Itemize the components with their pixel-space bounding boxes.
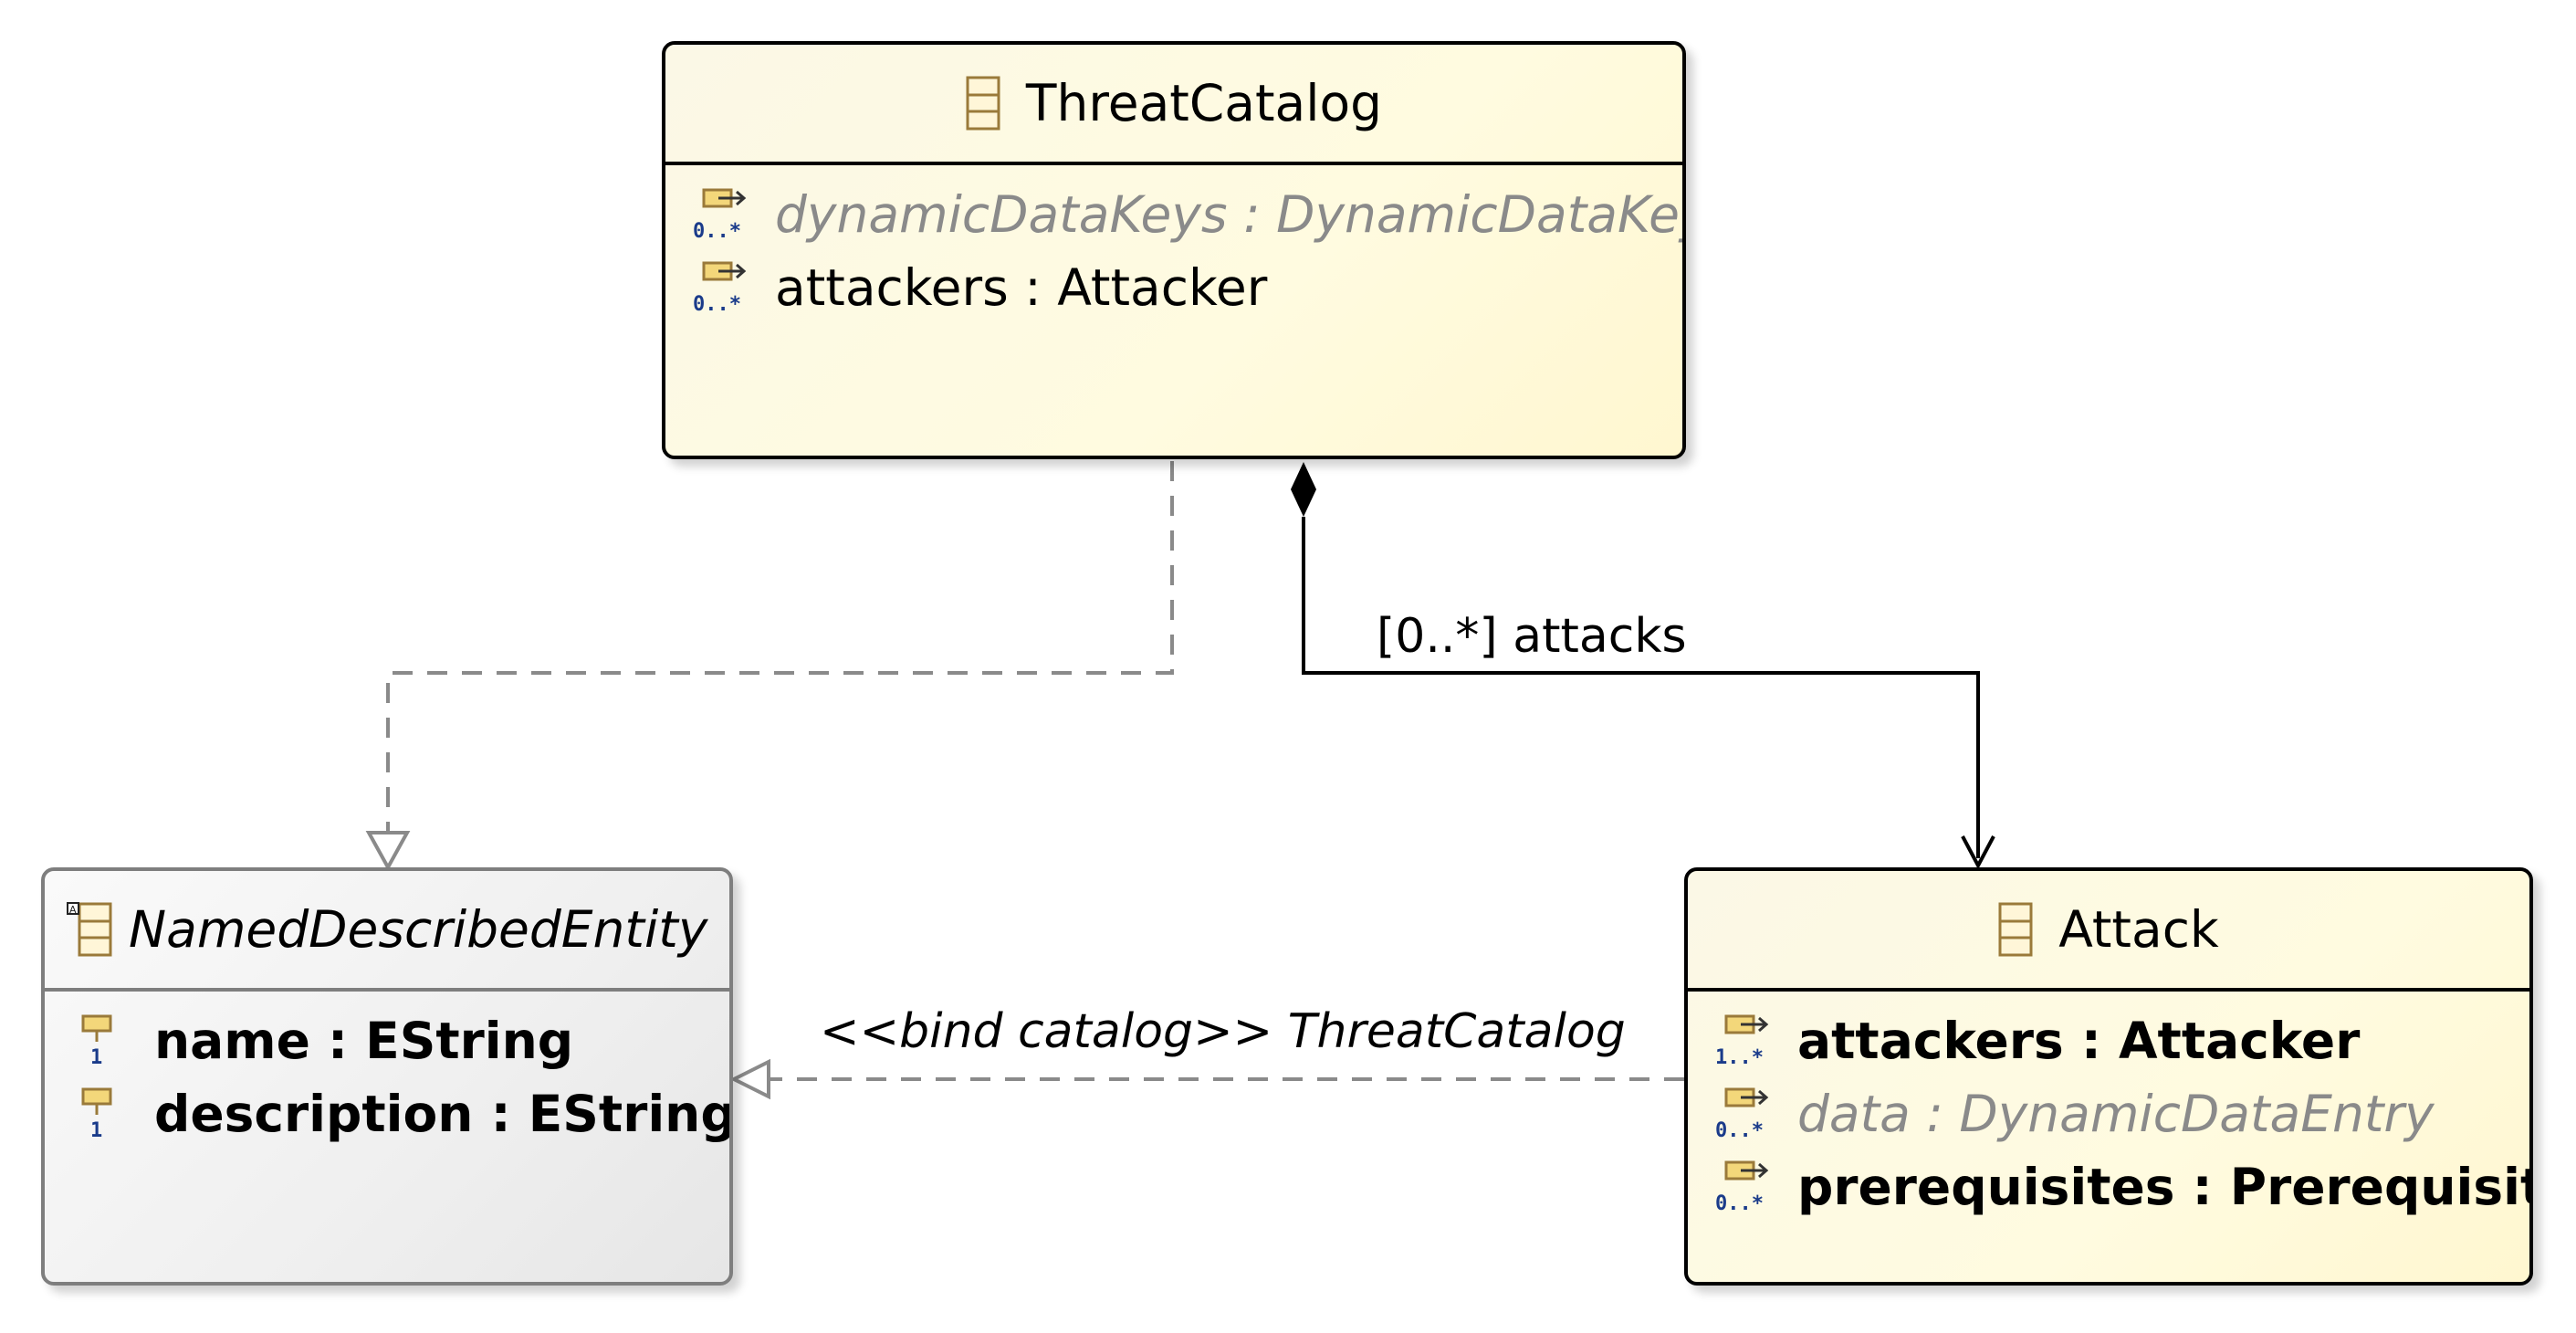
attribute-label: description : EString xyxy=(154,1085,733,1143)
svg-text:0..*: 0..* xyxy=(1715,1192,1764,1215)
threatcatalog-class[interactable]: ThreatCatalog 0..* dynamicDataKeys : Dyn… xyxy=(662,41,1686,459)
reference-icon: 0..* xyxy=(1715,1160,1769,1215)
svg-text:1: 1 xyxy=(90,1119,102,1142)
abstract-eclass-icon: A xyxy=(67,902,112,957)
attribute-label: dynamicDataKeys : DynamicDataKey xyxy=(775,185,1686,244)
attribute-row[interactable]: 1..* attackers : Attacker xyxy=(1713,1004,2529,1077)
class-attributes: 0..* dynamicDataKeys : DynamicDataKey 0.… xyxy=(665,165,1682,324)
attribute-label: attackers : Attacker xyxy=(1797,1012,2361,1070)
reference-icon: 0..* xyxy=(693,188,747,243)
attribute-icon: 1 xyxy=(81,1014,112,1069)
svg-text:0..*: 0..* xyxy=(693,220,741,243)
attribute-row[interactable]: 1 name : EString xyxy=(70,1004,729,1077)
svg-text:0..*: 0..* xyxy=(693,293,741,316)
eclass-icon xyxy=(966,76,1000,131)
class-name: NamedDescribedEntity xyxy=(129,900,708,959)
svg-text:0..*: 0..* xyxy=(1715,1119,1764,1142)
class-name: ThreatCatalog xyxy=(1025,74,1383,132)
attribute-row[interactable]: 0..* dynamicDataKeys : DynamicDataKey xyxy=(691,178,1682,251)
bind-arrowhead xyxy=(729,1058,770,1100)
attack-class[interactable]: Attack 1..* attackers : Attacker 0..* xyxy=(1684,867,2533,1286)
threatcatalog-generalization-edge[interactable] xyxy=(365,461,1174,872)
attribute-label: name : EString xyxy=(154,1012,574,1070)
class-attributes: 1 name : EString 1 description : EString xyxy=(45,992,729,1150)
attribute-label: prerequisites : Prerequisite xyxy=(1797,1158,2533,1216)
attacks-composition-edge[interactable] xyxy=(1291,462,1995,870)
attacks-reference-label: [0..*] attacks xyxy=(1377,609,1687,664)
attribute-icon: 1 xyxy=(81,1087,112,1142)
class-name: Attack xyxy=(2058,900,2219,959)
bind-catalog-label: <<bind catalog>> ThreatCatalog xyxy=(820,1004,1626,1059)
svg-text:A: A xyxy=(69,904,77,916)
svg-text:1: 1 xyxy=(90,1046,102,1069)
attribute-row[interactable]: 0..* attackers : Attacker xyxy=(691,251,1682,324)
composition-diamond xyxy=(1291,462,1316,517)
generalization-arrowhead xyxy=(365,831,411,872)
class-header: A NamedDescribedEntity xyxy=(45,871,729,992)
attribute-row[interactable]: 1 description : EString xyxy=(70,1077,729,1150)
reference-icon: 0..* xyxy=(1715,1087,1769,1142)
class-header: ThreatCatalog xyxy=(665,45,1682,165)
attribute-row[interactable]: 0..* data : DynamicDataEntry xyxy=(1713,1077,2529,1150)
attack-bind-generalization-edge[interactable] xyxy=(729,1058,1684,1100)
attribute-label: attackers : Attacker xyxy=(775,258,1268,317)
class-header: Attack xyxy=(1688,871,2529,992)
reference-icon: 0..* xyxy=(693,261,747,316)
attribute-label: data : DynamicDataEntry xyxy=(1797,1085,2435,1143)
composition-arrowhead xyxy=(1961,835,1995,870)
nameddescribedentity-class[interactable]: A NamedDescribedEntity 1 name : EString … xyxy=(41,867,733,1286)
class-attributes: 1..* attackers : Attacker 0..* data : Dy… xyxy=(1688,992,2529,1223)
reference-icon: 1..* xyxy=(1715,1014,1769,1069)
attribute-row[interactable]: 0..* prerequisites : Prerequisite xyxy=(1713,1150,2529,1223)
svg-text:1..*: 1..* xyxy=(1715,1046,1764,1069)
eclass-icon xyxy=(1998,902,2033,957)
